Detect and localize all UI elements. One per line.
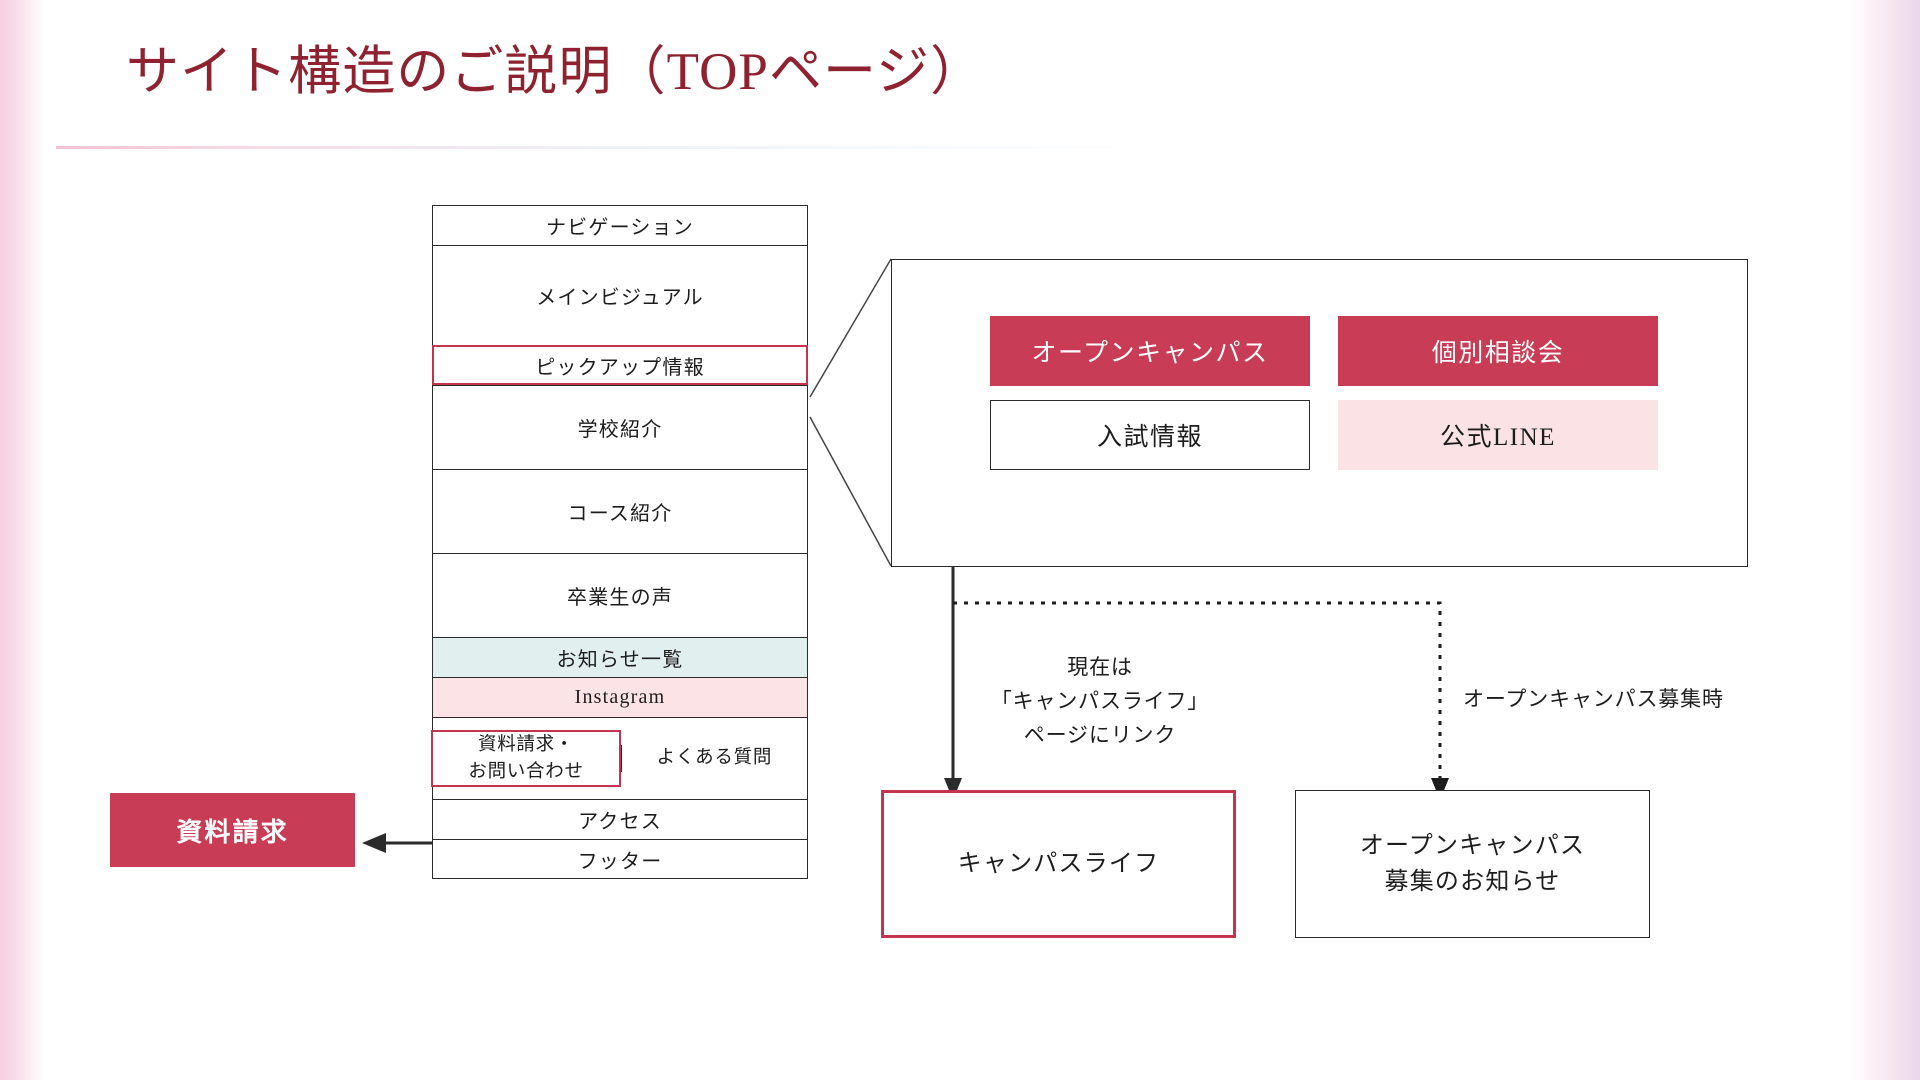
structure-row-label: アクセス (578, 811, 662, 833)
result-box-label: キャンパスライフ (957, 851, 1160, 877)
structure-row-label: フッター (577, 850, 663, 873)
structure-row-news-list[interactable]: お知らせ一覧 (432, 637, 808, 677)
document-request-button[interactable]: 資料請求 (110, 793, 355, 867)
pickup-box-grid: オープンキャンパス 個別相談会 入試情報 公式LINE (990, 316, 1658, 470)
page-title: サイト構造のご説明（TOPページ） (126, 43, 985, 101)
pickup-box-official-line[interactable]: 公式LINE (1338, 400, 1658, 470)
structure-row-footer[interactable]: フッター (432, 839, 808, 879)
structure-row-course-intro[interactable]: コース紹介 (432, 469, 808, 553)
structure-row-label: お知らせ一覧 (556, 649, 684, 671)
document-request-label: 資料請求 (176, 817, 289, 847)
structure-row-main-visual[interactable]: メインビジュアル (432, 245, 808, 345)
structure-row-label: コース紹介 (567, 503, 673, 525)
structure-row-pickup-info[interactable]: ピックアップ情報 (432, 345, 808, 385)
pickup-box-admission-info[interactable]: 入試情報 (990, 400, 1310, 470)
structure-row-school-intro[interactable]: 学校紹介 (432, 385, 808, 469)
pickup-box-label: 個別相談会 (1431, 340, 1565, 367)
title-underline-rule (56, 146, 1187, 149)
structure-row-label: 学校紹介 (577, 419, 663, 441)
right-gradient-strip (1848, 0, 1920, 1080)
structure-cell-document-request[interactable]: 資料請求・ お問い合わせ (431, 729, 621, 788)
structure-row-label: ナビゲーション (546, 217, 694, 239)
pickup-box-label: 入試情報 (1096, 424, 1203, 451)
annotation-current-link-note: 現在は 「キャンパスライフ」 ページにリンク (990, 655, 1210, 748)
structure-row-label: メインビジュアル (536, 287, 704, 309)
structure-cell-label: よくある質問 (656, 748, 773, 769)
structure-row-label: Instagram (574, 686, 666, 708)
result-box-campus-life[interactable]: キャンパスライフ (881, 790, 1236, 938)
annotation-open-campus-period: オープンキャンパス募集時 (1463, 687, 1724, 711)
pickup-detail-panel: オープンキャンパス 個別相談会 入試情報 公式LINE (891, 259, 1748, 567)
structure-row-label: 卒業生の声 (567, 587, 673, 609)
structure-row-contact-faq: 資料請求・ お問い合わせ よくある質問 (431, 717, 808, 799)
structure-row-label: ピックアップ情報 (535, 356, 705, 379)
structure-cell-label: 資料請求・ お問い合わせ (468, 734, 584, 782)
left-gradient-strip (0, 0, 44, 1080)
pickup-box-individual-consult[interactable]: 個別相談会 (1338, 316, 1658, 386)
structure-cell-faq[interactable]: よくある質問 (620, 745, 807, 772)
structure-row-graduate-voice[interactable]: 卒業生の声 (432, 553, 808, 637)
pickup-box-label: 公式LINE (1440, 424, 1556, 451)
result-box-open-campus-notice[interactable]: オープンキャンパス 募集のお知らせ (1295, 790, 1650, 938)
result-box-label: オープンキャンパス 募集のお知らせ (1359, 833, 1586, 895)
structure-row-instagram[interactable]: Instagram (432, 677, 808, 717)
pickup-box-label: オープンキャンパス (1031, 340, 1269, 367)
pickup-box-open-campus[interactable]: オープンキャンパス (990, 316, 1310, 386)
structure-row-navigation[interactable]: ナビゲーション (432, 205, 808, 245)
structure-row-access[interactable]: アクセス (432, 799, 808, 839)
site-structure-column: ナビゲーション メインビジュアル ピックアップ情報 学校紹介 コース紹介 卒業生… (431, 205, 808, 879)
